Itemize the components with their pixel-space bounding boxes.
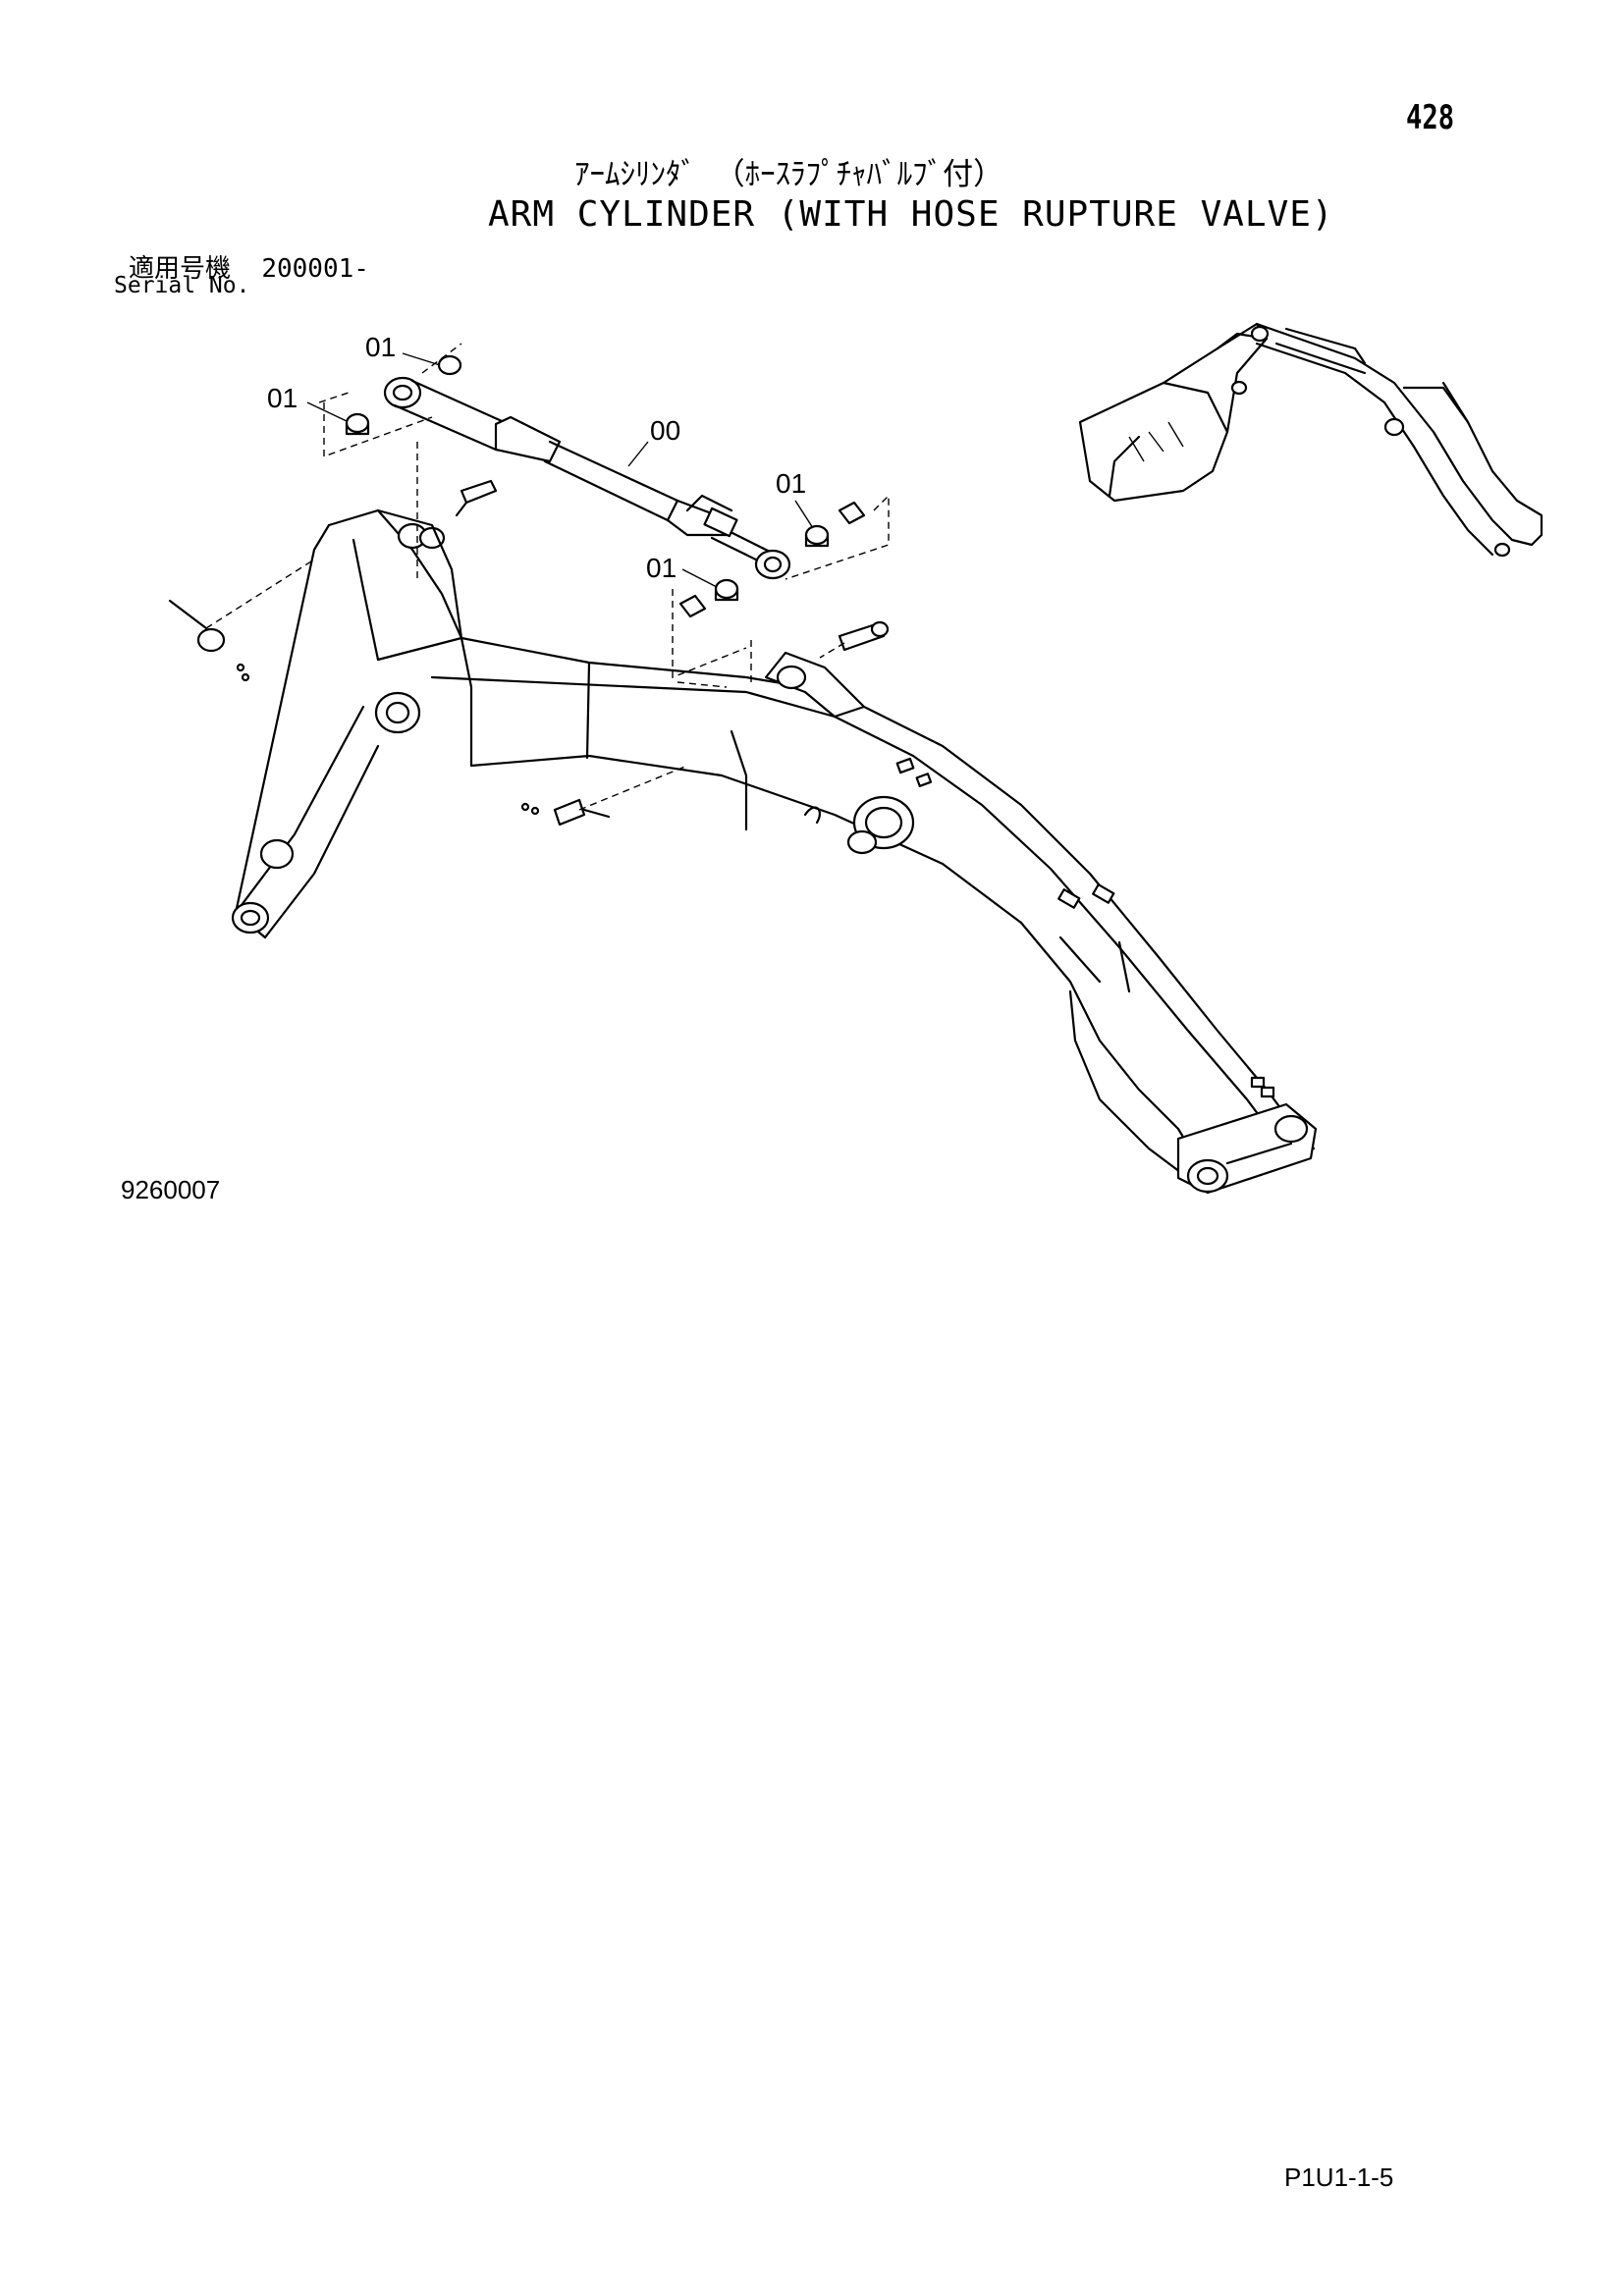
page-title: ARM CYLINDER (WITH HOSE RUPTURE VALVE): [488, 194, 1334, 235]
callout-label: 01: [646, 553, 677, 583]
callout-label: 01: [267, 383, 298, 413]
callout-leaders: [306, 352, 814, 588]
bushings-and-pins: [168, 354, 890, 827]
arm-cylinder: [383, 376, 791, 580]
callout-label: 00: [650, 415, 680, 446]
page-title-japanese: ｱｰﾑｼﾘﾝﾀﾞ （ﾎｰｽﾗﾌﾟﾁｬﾊﾞﾙﾌﾞ付）: [574, 157, 1004, 192]
figure-id: 9260007: [121, 1175, 221, 1204]
link-bracket: [231, 508, 463, 939]
serial-label: Serial No.: [114, 273, 250, 298]
assembly-guide-lines: [205, 343, 890, 811]
serial-label-japanese: 適用号機: [129, 254, 232, 284]
overview-illustration: [1078, 322, 1543, 558]
callout-label: 01: [776, 468, 806, 499]
page-code: P1U1-1-5: [1284, 2163, 1394, 2192]
serial-number-value: 200001-: [261, 254, 369, 284]
callout-labels: 01 01 00 01 01: [267, 332, 806, 583]
page-number: 428: [1406, 98, 1455, 137]
serial-number-line: 適用号機 200001-: [129, 248, 369, 285]
callout-label: 01: [365, 332, 396, 362]
arm-body: [376, 636, 1318, 1195]
